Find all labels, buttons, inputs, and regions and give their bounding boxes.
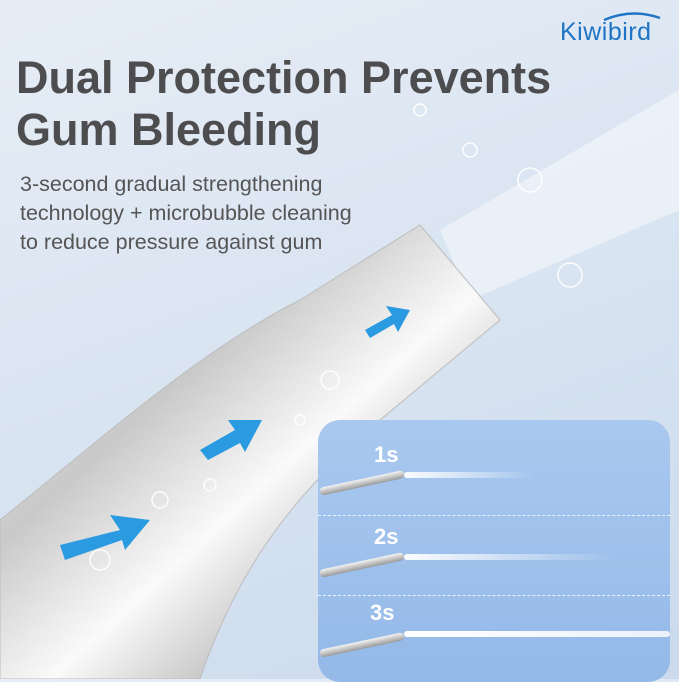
bird-wing-icon xyxy=(603,12,661,22)
stage-label: 1s xyxy=(374,442,399,467)
arrow-icon xyxy=(60,306,410,560)
description-line-2: technology + microbubble cleaning xyxy=(20,201,352,225)
description-line-1: 3-second gradual strengthening xyxy=(20,172,323,196)
stage-label: 2s xyxy=(374,524,399,549)
title-line-2: Gum Bleeding xyxy=(16,104,322,155)
divider xyxy=(318,515,670,516)
spray-stream xyxy=(404,554,614,560)
headline-title: Dual Protection Prevents Gum Bleeding xyxy=(16,52,551,156)
description: 3-second gradual strengthening technolog… xyxy=(20,170,352,257)
stage-label: 3s xyxy=(370,600,395,625)
title-line-1: Dual Protection Prevents xyxy=(16,52,552,103)
nozzle-body xyxy=(0,224,501,679)
kiwibird-logo: Kiwibird xyxy=(560,12,661,47)
divider xyxy=(318,595,670,596)
nozzle-tip xyxy=(319,632,405,658)
bubbles xyxy=(89,103,583,571)
spray-stream xyxy=(404,631,670,637)
pressure-stages-panel: 1s 2s 3s xyxy=(318,420,670,682)
logo-text: Kiwibird xyxy=(560,18,652,46)
nozzle-tip xyxy=(319,552,405,578)
nozzle-tip xyxy=(319,470,405,496)
spray-stream xyxy=(404,472,534,478)
water-jet xyxy=(440,90,679,300)
description-line-3: to reduce pressure against gum xyxy=(20,230,323,254)
